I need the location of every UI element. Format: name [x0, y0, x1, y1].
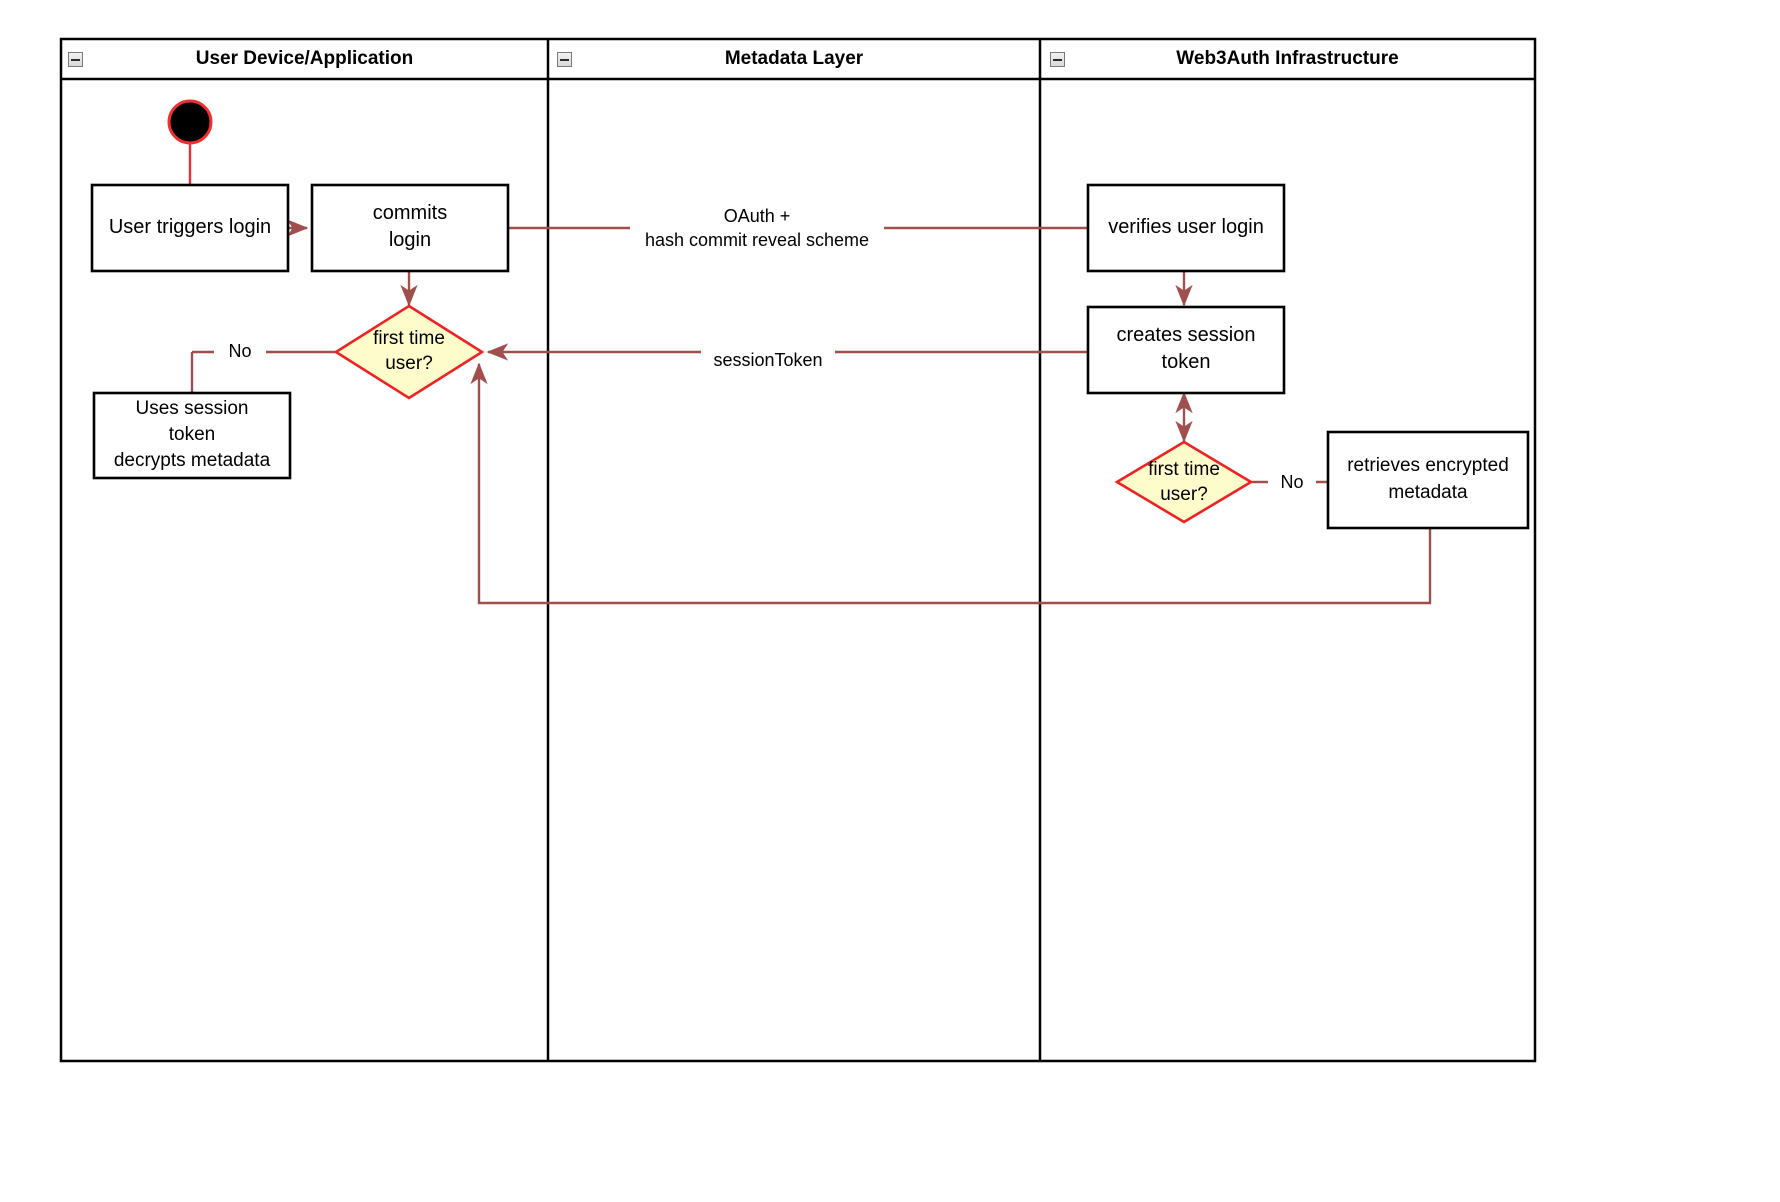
node-first-time-user-left — [333, 304, 485, 400]
node-commits-login — [310, 183, 510, 273]
node-user-triggers-login — [90, 183, 290, 273]
node-uses-session-token — [92, 391, 292, 480]
edge-feedback-loop — [470, 362, 1432, 605]
node-first-time-user-right — [1114, 440, 1254, 524]
start-node — [167, 99, 213, 145]
flow-edges — [188, 144, 1432, 605]
node-verifies-user-login — [1086, 183, 1286, 273]
node-retrieves-encrypted-metadata — [1326, 430, 1530, 530]
node-creates-session-token — [1086, 305, 1286, 395]
collapse-minus-icon-lane-2[interactable] — [1050, 52, 1065, 67]
activity-nodes — [90, 99, 1530, 530]
collapse-minus-icon-lane-0[interactable] — [68, 52, 83, 67]
collapse-minus-icon-lane-1[interactable] — [557, 52, 572, 67]
